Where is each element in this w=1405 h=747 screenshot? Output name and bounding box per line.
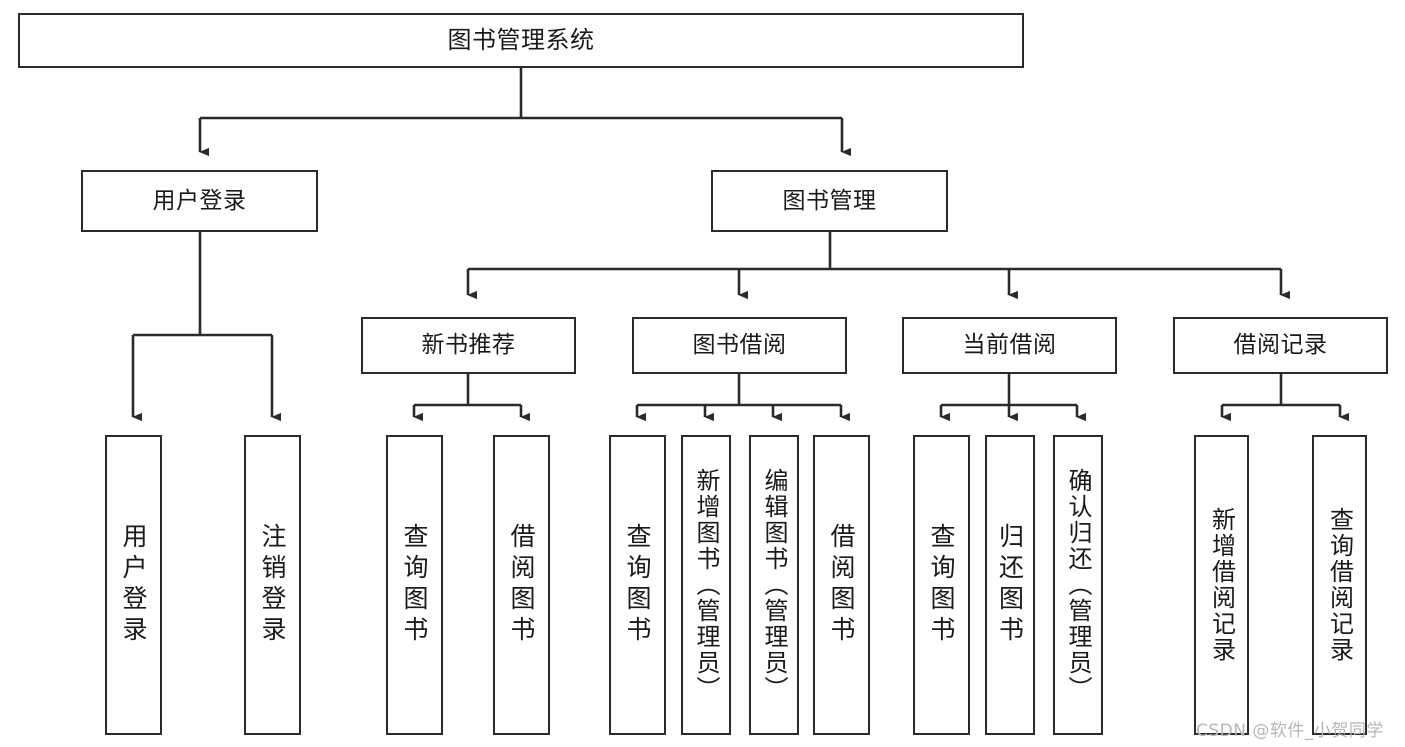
watermark-text: CSDN @软件_小贺同学 [1196, 721, 1384, 741]
node-label: 借阅记录 [1233, 332, 1328, 359]
node-leaf-return-book[interactable]: 归还图书 [985, 435, 1035, 735]
node-leaf-user-logout[interactable]: 注销登录 [244, 435, 301, 735]
node-user-login[interactable]: 用户登录 [81, 170, 318, 232]
node-root-system[interactable]: 图书管理系统 [18, 13, 1024, 68]
node-leaf-borrow-book-1[interactable]: 借阅图书 [493, 435, 550, 735]
node-label: 查询图书 [623, 523, 652, 647]
node-label: 归还图书 [995, 523, 1025, 647]
node-label: 查询图书 [400, 523, 429, 647]
node-label: 新书推荐 [421, 332, 516, 359]
node-book-borrow[interactable]: 图书借阅 [632, 317, 847, 374]
node-leaf-add-record[interactable]: 新增借阅记录 [1194, 435, 1249, 735]
node-leaf-query-record[interactable]: 查询借阅记录 [1312, 435, 1367, 735]
node-leaf-query-book-1[interactable]: 查询图书 [386, 435, 443, 735]
node-leaf-add-book[interactable]: 新增图书（管理员） [681, 435, 731, 735]
node-label: 图书管理系统 [447, 25, 595, 54]
node-leaf-query-book-2[interactable]: 查询图书 [609, 435, 666, 735]
node-leaf-confirm-return[interactable]: 确认归还（管理员） [1053, 435, 1103, 735]
node-leaf-query-book-3[interactable]: 查询图书 [913, 435, 970, 735]
node-label: 借阅图书 [507, 523, 536, 647]
node-book-manage[interactable]: 图书管理 [711, 170, 948, 232]
node-label: 查询借阅记录 [1325, 507, 1354, 663]
node-label: 当前借阅 [962, 332, 1057, 359]
node-new-book-recommend[interactable]: 新书推荐 [361, 317, 576, 374]
node-label: 确认归还（管理员） [1064, 468, 1092, 702]
node-label: 新增图书（管理员） [692, 468, 720, 702]
node-label: 编辑图书（管理员） [760, 468, 788, 702]
node-label: 图书管理 [782, 187, 877, 214]
node-label: 新增借阅记录 [1207, 507, 1236, 663]
node-leaf-edit-book[interactable]: 编辑图书（管理员） [749, 435, 799, 735]
node-current-borrow[interactable]: 当前借阅 [902, 317, 1117, 374]
node-label: 注销登录 [258, 523, 287, 647]
node-label: 查询图书 [927, 523, 956, 647]
node-label: 图书借阅 [692, 332, 787, 359]
node-borrow-record[interactable]: 借阅记录 [1173, 317, 1388, 374]
node-leaf-borrow-book-2[interactable]: 借阅图书 [813, 435, 870, 735]
node-label: 用户登录 [119, 523, 148, 647]
node-leaf-user-login[interactable]: 用户登录 [105, 435, 162, 735]
node-label: 用户登录 [152, 187, 247, 214]
node-label: 借阅图书 [827, 523, 856, 647]
